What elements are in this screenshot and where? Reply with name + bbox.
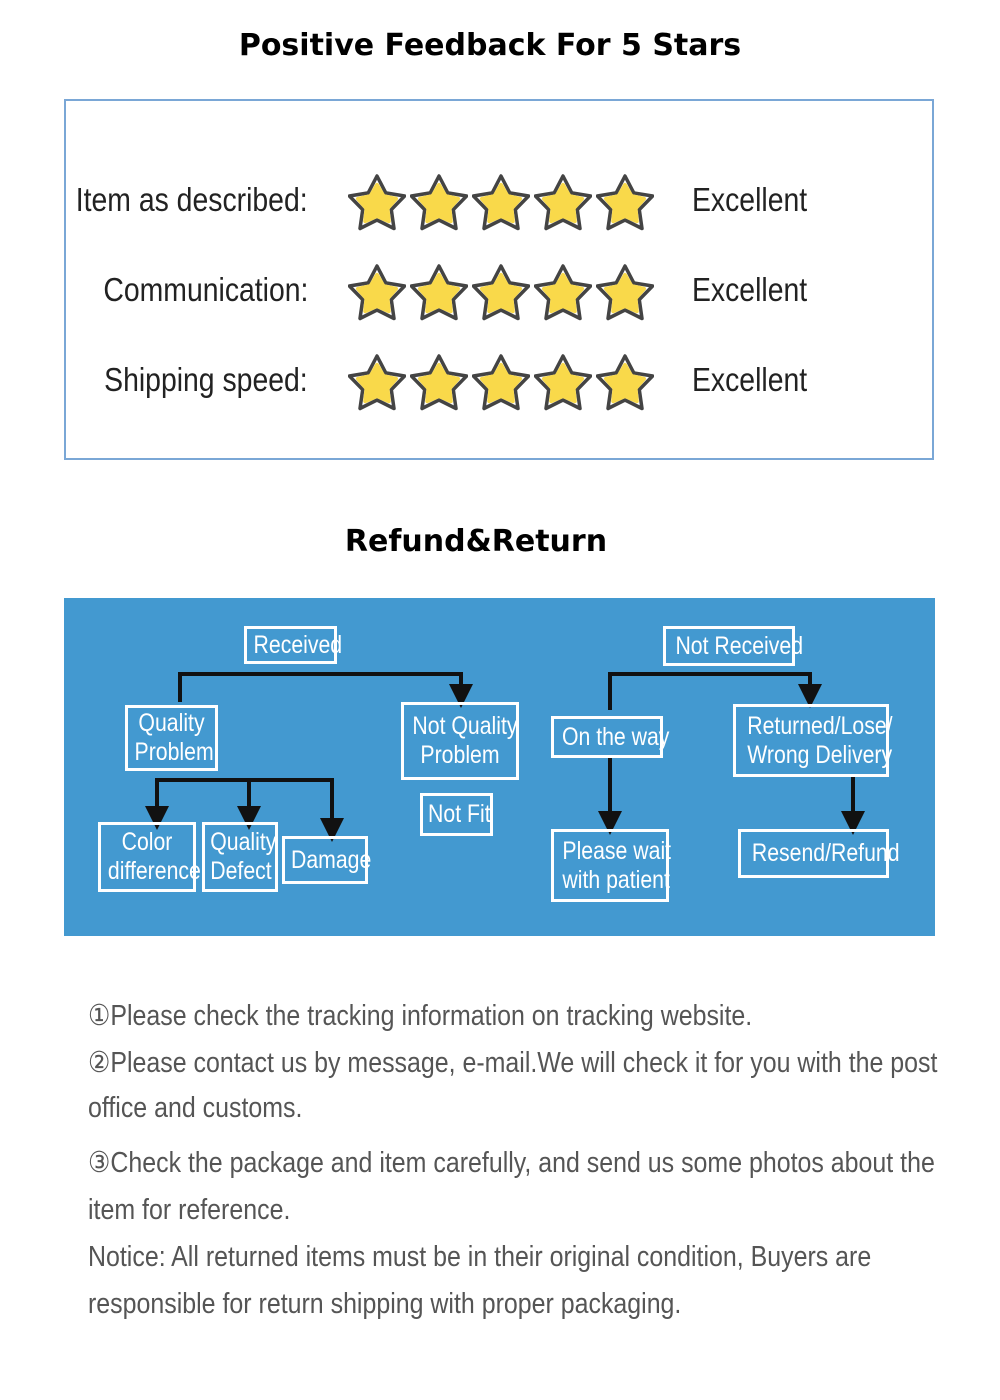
node-label: Quality [138,709,205,737]
feedback-label: Item as described: [76,181,308,218]
node-received: Received [244,626,343,664]
feedback-value: Excellent [692,361,808,398]
connector-received [178,672,473,708]
star-filled-icon [348,354,406,411]
node-label: Quality [210,828,277,856]
star-filled-icon [472,264,530,321]
node-label: Problem [420,741,500,769]
node-label: Not Fit [428,800,491,828]
feedback-row-shipping-speed: Shipping speed: Excellent [66,347,936,417]
star-filled-icon [472,354,530,411]
node-label: Returned/Lose/ [747,711,893,740]
note-line: ①Please check the tracking information o… [88,1000,753,1032]
note-line: office and customs. [88,1092,303,1124]
note-line: item for reference. [88,1194,291,1226]
node-returned-lose-wrong-delivery: Returned/Lose/Wrong Delivery [733,704,893,777]
node-not-received: Not Received [663,626,804,666]
node-label: with patient [562,865,670,894]
node-not-fit: Not Fit [420,793,493,836]
flow-connectors [145,672,865,842]
node-label: Not Received [675,631,804,660]
feedback-title: Positive Feedback For 5 Stars [238,28,742,63]
star-filled-icon [410,174,468,231]
node-label: Problem [134,738,214,766]
node-label: Wrong Delivery [747,740,893,769]
note-line: responsible for return shipping with pro… [88,1288,682,1320]
connector-not-received [608,672,822,710]
node-label: Color [121,828,173,856]
star-filled-icon [596,264,654,321]
node-resend-refund: Resend/Refund [738,829,900,878]
star-filled-icon [596,174,654,231]
feedback-value: Excellent [692,181,808,218]
note-line: Notice: All returned items must be in th… [88,1241,872,1273]
node-label: Received [253,630,343,659]
note-line: ②Please contact us by message, e-mail.We… [88,1047,938,1079]
node-label: difference [107,857,201,885]
star-filled-icon [596,354,654,411]
node-label: Resend/Refund [751,839,900,867]
star-filled-icon [348,264,406,321]
star-rating [348,257,654,327]
note-line: ③Check the package and item carefully, a… [88,1147,935,1179]
star-filled-icon [534,174,592,231]
refund-title: Refund&Return [344,524,608,559]
node-label: Not Quality [412,712,518,740]
star-filled-icon [534,354,592,411]
feedback-label: Communication: [102,271,308,308]
node-label: Damage [291,845,372,874]
node-label: On the way [561,722,670,751]
star-filled-icon [348,174,406,231]
node-label: Please wait [562,836,672,865]
star-filled-icon [534,264,592,321]
star-rating [348,347,654,417]
refund-notes: ①Please check the tracking information o… [88,998,938,1321]
node-label: Defect [210,857,272,885]
feedback-panel: Item as described: Excellent Communicati… [64,99,934,460]
star-filled-icon [410,264,468,321]
star-rating [348,167,654,237]
star-filled-icon [410,354,468,411]
node-on-the-way: On the way [551,716,670,758]
node-damage: Damage [282,836,372,884]
feedback-value: Excellent [692,271,808,308]
feedback-row-communication: Communication: Excellent [66,257,936,327]
feedback-label: Shipping speed: [104,361,308,398]
feedback-row-item-as-described: Item as described: Excellent [66,167,936,237]
star-filled-icon [472,174,530,231]
